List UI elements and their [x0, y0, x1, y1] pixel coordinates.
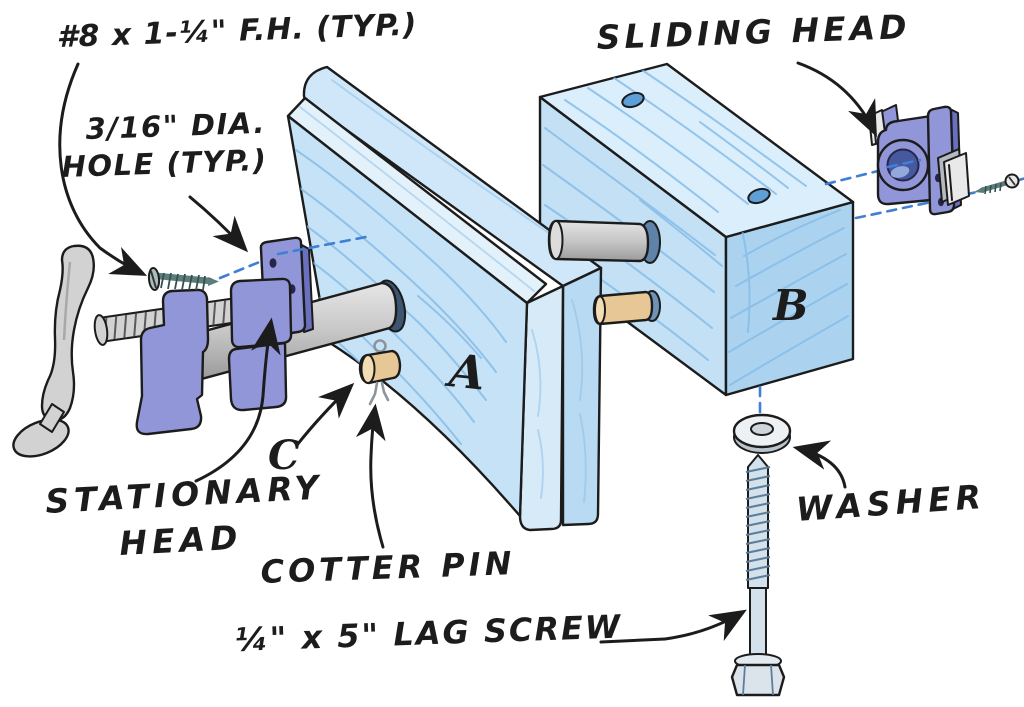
grain-line [331, 79, 589, 261]
pipe-hole-glint [890, 166, 910, 178]
label-lag-screw: ¼" x 5" LAG SCREW [234, 607, 623, 659]
grain-line [564, 69, 807, 213]
part-c-letter: C [268, 432, 300, 479]
washer-lag-screw [730, 385, 792, 697]
machine-screw-threads [984, 182, 1002, 195]
pilot-hole-top-2 [747, 187, 771, 205]
pipe-axis-dashed-upper [824, 168, 884, 186]
dowel-c-end-cap [360, 354, 376, 384]
grain-line [299, 106, 535, 292]
lag-screw-shank [749, 587, 767, 661]
part-b-letter: B [772, 281, 809, 330]
washer-hole [750, 422, 774, 436]
leader-washer [792, 440, 847, 489]
head-nut-boss [229, 277, 293, 349]
leader-cotter-pin [355, 403, 386, 549]
dash-over-hole [886, 158, 922, 169]
board-a-face [286, 114, 529, 518]
cotter-pin-ring [373, 339, 387, 353]
pipe-rear-end-cap [548, 220, 564, 260]
label-hole-dia-line1: 3/16" DIA. [85, 106, 266, 146]
machine-screw-tip [974, 187, 984, 193]
label-cotter-pin: COTTER PIN [260, 544, 516, 591]
leader-lag-dash [599, 637, 667, 644]
leader-lag-screw [663, 609, 747, 642]
label-washer: WASHER [795, 477, 987, 529]
label-screw-spec: #8 x 1-¼" F.H. (TYP.) [56, 7, 418, 55]
screw-axis-dashed-line [218, 234, 373, 280]
label-sliding-head: SLIDING HEAD [596, 7, 911, 57]
grain-line [728, 209, 849, 386]
hex-head-facets [742, 664, 774, 696]
sliding-head-pad-front [943, 152, 970, 206]
dowel-rear-segment [592, 290, 654, 326]
leader-sliding-head [796, 61, 877, 138]
board-a-back-end [561, 266, 603, 527]
block-b-top-grain [564, 69, 807, 213]
board-a: A [286, 65, 603, 532]
crank-handle-ball [12, 418, 70, 458]
head-jaw-wrap [227, 341, 288, 412]
pipe-rear-segment [547, 219, 650, 263]
movable-jaw [135, 288, 210, 436]
wood-screw-tip [208, 277, 219, 286]
sliding-head-assembly [824, 104, 1024, 220]
dowel-c-assembly [358, 339, 402, 406]
wood-screw-threads [160, 272, 206, 291]
lag-screw-threads [745, 466, 771, 581]
rear-pipe-and-dowel [547, 219, 661, 326]
pilot-hole-top-1 [621, 91, 645, 109]
block-b-right-grain [728, 209, 849, 386]
wood-screw-slot [150, 270, 157, 289]
flange-screw-hole-1 [269, 258, 277, 268]
label-hole-dia-line2: HOLE (TYP.) [61, 143, 268, 184]
lag-screw-hex-head [730, 663, 786, 697]
rod-collar [93, 314, 109, 346]
board-a-front-end [518, 284, 565, 532]
crank-shade-line [62, 261, 72, 341]
leader-screw-spec [58, 62, 148, 276]
leader-part-c [295, 382, 355, 447]
leader-hole-dia [188, 195, 249, 253]
machine-screw-slot [1008, 176, 1016, 186]
grain-line [531, 299, 587, 503]
wood-screw-left [147, 234, 373, 291]
label-stationary-line2: HEAD [118, 518, 243, 563]
grain-line [293, 149, 507, 461]
leader-arrows [58, 61, 877, 644]
leader-stationary-head [194, 317, 281, 483]
dowel-rear-end-cap [594, 295, 606, 325]
board-a-face-grain [293, 149, 507, 461]
cotter-pin-legs [368, 381, 390, 406]
crank-handle-arm [39, 403, 65, 433]
